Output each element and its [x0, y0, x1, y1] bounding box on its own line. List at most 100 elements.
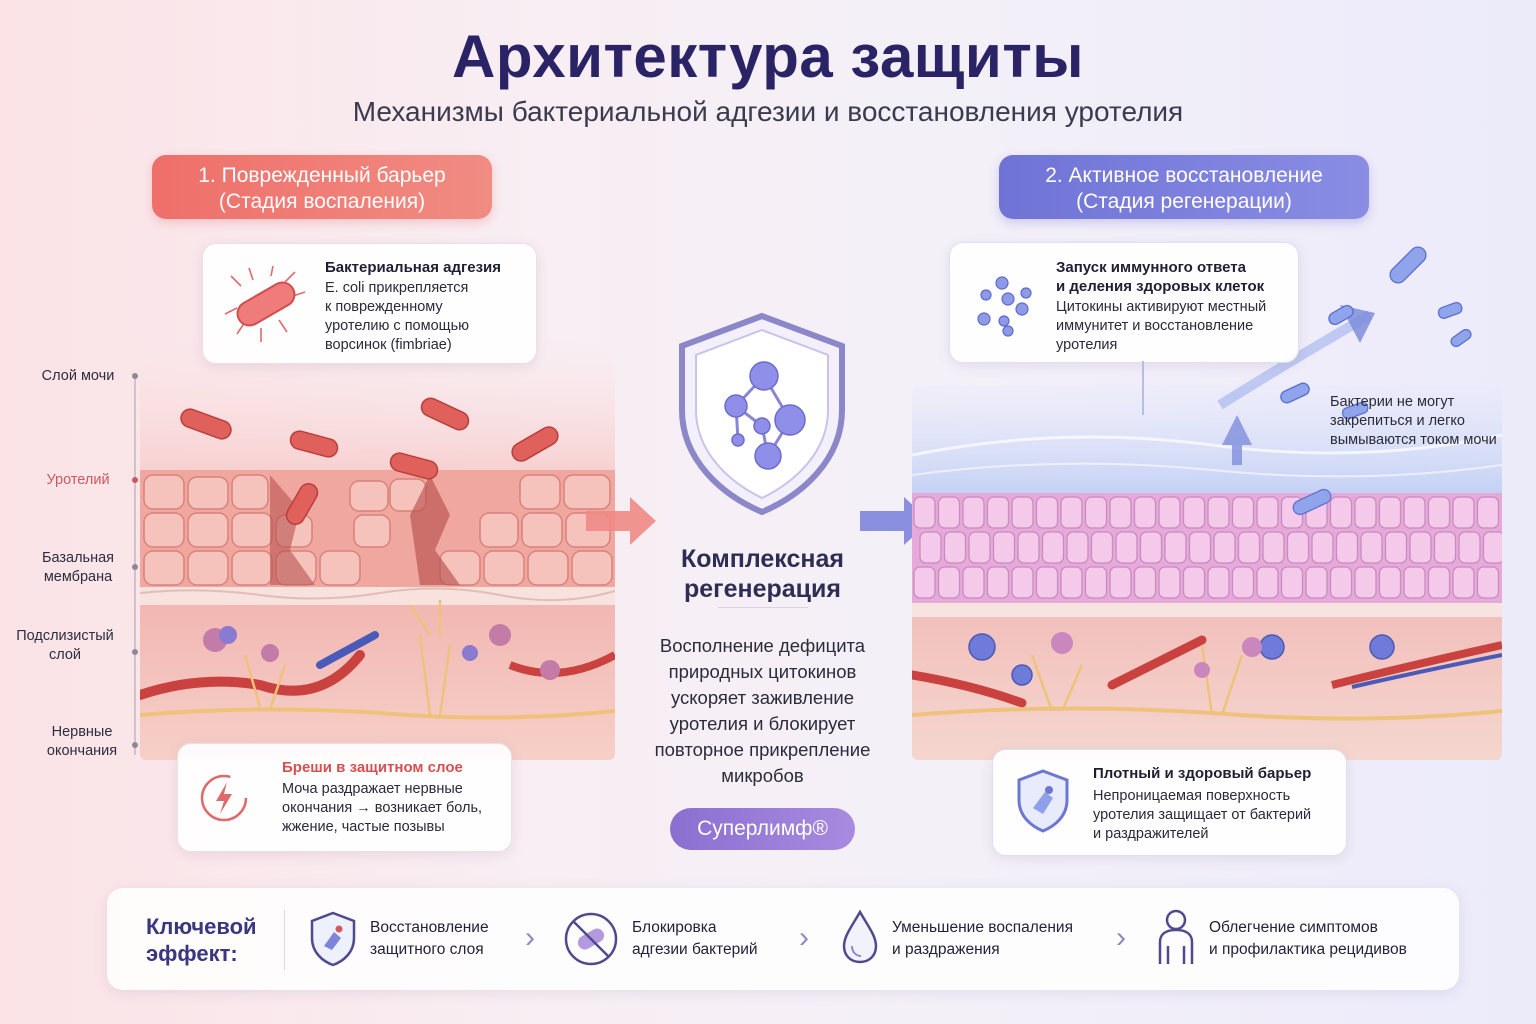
chevron-right-icon: › — [1116, 921, 1126, 954]
epithelial-cell — [1090, 531, 1114, 564]
pointer-line — [1142, 361, 1144, 415]
epithelial-cell — [1409, 531, 1432, 564]
epithelial-cell — [937, 496, 961, 529]
card-text-line: уротелия защищает от бактерий — [1093, 807, 1312, 823]
card-healthy-barrier: Плотный и здоровый барьер Непроницаемая … — [992, 749, 1347, 856]
epithelial-cell — [1011, 496, 1034, 529]
epithelial-cell — [1207, 566, 1230, 599]
card-text: E. coli прикрепляется к поврежденному ур… — [325, 279, 469, 355]
note-line: вымываются током мочи — [1330, 432, 1497, 448]
epithelial-cell — [1384, 531, 1408, 564]
epithelial-cell — [1335, 531, 1359, 564]
card-text: Непроницаемая поверхность уротелия защищ… — [1093, 787, 1311, 844]
epithelial-cell — [1084, 496, 1108, 529]
epithelial-cell — [1017, 531, 1040, 564]
epithelial-cell — [1060, 496, 1083, 529]
epithelial-cell — [1256, 496, 1279, 529]
label-submucosa: Подслизистый слой — [8, 627, 122, 665]
label-nerve-endings: Нервные окончания — [30, 723, 134, 761]
center-text-line: природных цитокинов — [668, 661, 857, 682]
epithelial-cell — [1360, 531, 1383, 564]
center-heading-line: регенерация — [684, 575, 841, 603]
bacteria-washout-note: Бактерии не могут закрепиться и легко вы… — [1330, 393, 1497, 450]
epithelial-cell — [1354, 566, 1377, 599]
epithelial-cell — [986, 496, 1010, 529]
card-title: Бреши в защитном слое — [282, 759, 463, 776]
effect-line: адгезии бактерий — [632, 941, 758, 958]
card-text-line: к поврежденному — [325, 299, 443, 315]
epithelial-cell — [913, 496, 936, 529]
epithelial-cell — [1084, 566, 1108, 599]
center-heading: Комплексная регенерация — [640, 544, 885, 604]
bacteria-block-icon — [564, 912, 618, 966]
card-barrier-breaches: Бреши в защитном слое Моча раздражает не… — [177, 743, 512, 852]
divider — [718, 607, 808, 608]
epithelial-cell — [1311, 531, 1334, 564]
epithelial-cell — [1213, 531, 1236, 564]
epithelial-cell — [1433, 531, 1457, 564]
epithelial-cell — [1329, 566, 1353, 599]
epithelial-cell — [1011, 566, 1034, 599]
card-text-line: ворсинок (fimbriae) — [325, 337, 452, 353]
epithelial-cell — [1133, 496, 1157, 529]
label-basal-membrane: Базальная мембрана — [30, 549, 126, 587]
card-text-line: Цитокины активируют местный — [1056, 299, 1267, 315]
epithelial-cell — [1403, 566, 1426, 599]
epithelial-cell — [1041, 531, 1065, 564]
label-line: мембрана — [43, 569, 113, 585]
damaged-tissue-illustration — [140, 335, 615, 760]
note-line: закрепиться и легко — [1330, 413, 1465, 429]
center-text-line: Восполнение дефицита — [659, 635, 866, 656]
card-text-line: E. coli прикрепляется — [325, 280, 469, 296]
card-text-line: Непроницаемая поверхность — [1093, 788, 1291, 804]
epithelial-cell — [1060, 566, 1083, 599]
effect-item: Облегчение симптомов и профилактика реци… — [1209, 917, 1407, 961]
drop-icon — [842, 909, 878, 964]
epithelial-cell — [1231, 566, 1255, 599]
effect-line: и профилактика рецидивов — [1209, 941, 1407, 958]
washed-away-bacteria-icon — [1217, 246, 1472, 410]
layer-bracket — [132, 373, 138, 755]
card-immune-response: Запуск иммунного ответа и деления здоров… — [949, 242, 1299, 363]
effect-line: Облегчение симптомов — [1209, 919, 1378, 936]
center-text-line: уротелия и блокирует — [669, 713, 856, 734]
epithelial-cell — [968, 531, 991, 564]
epithelial-cell — [1329, 496, 1353, 529]
effect-line: Восстановление — [370, 919, 489, 936]
stage-badge-line: (Стадия регенерации) — [1076, 190, 1292, 213]
key-effect-label: Ключевой эффект: — [146, 913, 257, 967]
effect-line: Блокировка — [632, 919, 717, 936]
epithelial-cell — [986, 566, 1010, 599]
stage-badge-line: (Стадия воспаления) — [218, 190, 426, 213]
page-title: Архитектура защиты — [452, 23, 1084, 90]
effect-item: Восстановление защитного слоя — [370, 917, 489, 961]
center-text-line: ускоряет заживление — [670, 687, 855, 708]
epithelial-cell — [1427, 566, 1451, 599]
cytokine-cluster-icon — [977, 276, 1032, 337]
label-line: окончания — [46, 743, 118, 759]
epithelial-cell — [1378, 496, 1402, 529]
card-title-line: и деления здоровых клеток — [1056, 278, 1265, 295]
epithelial-cell — [913, 566, 936, 599]
epithelial-cell — [1256, 566, 1279, 599]
epithelial-cell — [1164, 531, 1187, 564]
epithelial-cell — [1452, 566, 1475, 599]
card-text-line: окончания → возникает боль, — [282, 800, 483, 816]
center-heading-line: Комплексная — [681, 545, 844, 573]
epithelial-cell — [1262, 531, 1285, 564]
card-title: Запуск иммунного ответа и деления здоров… — [1056, 258, 1264, 296]
chevron-right-icon: › — [525, 921, 535, 954]
card-text-line: уротелию с помощью — [325, 318, 470, 334]
key-effect-label-line: эффект: — [146, 941, 238, 966]
bacterium-icon — [224, 266, 306, 342]
epithelial-cell — [1139, 531, 1163, 564]
epithelial-cell — [1182, 496, 1206, 529]
epithelial-cell — [943, 531, 967, 564]
card-bacterial-adhesion: Бактериальная адгезия E. coli прикрепляе… — [202, 243, 537, 364]
stage-badge-line: 2. Активное восстановление — [1045, 164, 1323, 187]
epithelial-cell — [937, 566, 961, 599]
epithelial-cell — [1354, 496, 1377, 529]
effect-line: Уменьшение воспаления — [892, 919, 1073, 936]
card-text-line: Моча раздражает нервные — [282, 781, 463, 797]
epithelial-cell — [1403, 496, 1426, 529]
